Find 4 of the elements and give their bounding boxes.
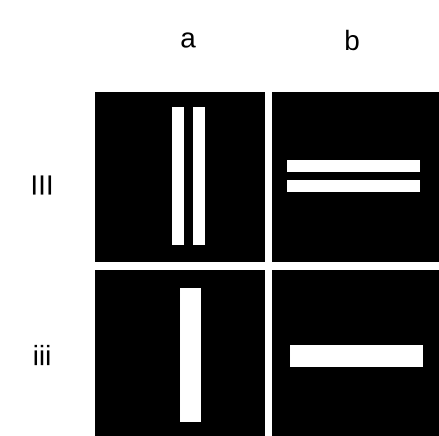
axis-label: III	[32, 175, 52, 195]
axis-label: b	[346, 30, 359, 50]
axis-label: iii	[34, 344, 50, 366]
axis-label: a	[181, 32, 196, 48]
